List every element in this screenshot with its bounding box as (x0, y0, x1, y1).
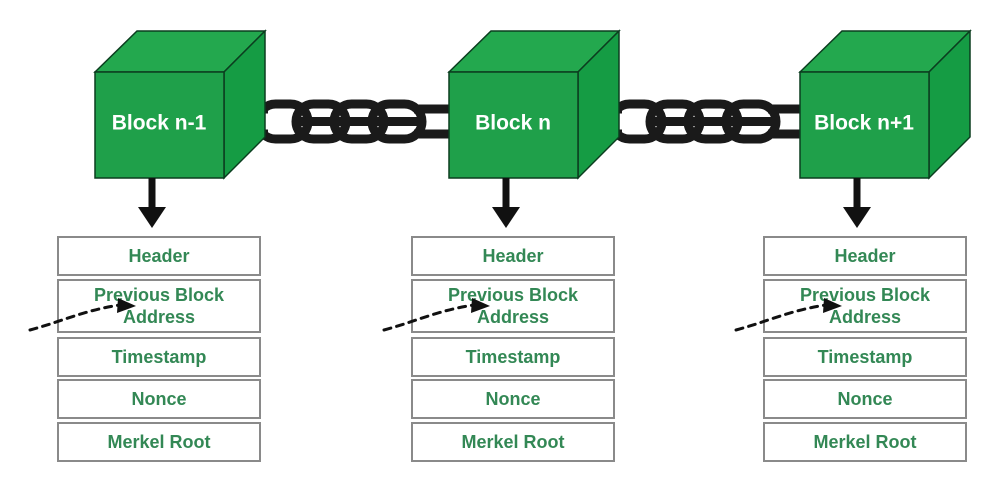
dashed-arrow-head (117, 298, 136, 313)
field-box-timestamp[interactable]: Timestamp (763, 337, 967, 377)
dashed-arrow-head (823, 298, 842, 313)
field-box-timestamp[interactable]: Timestamp (411, 337, 615, 377)
cube-block-n-minus-1[interactable]: Block n-1 (93, 29, 267, 180)
field-column-block-n-plus-1: Header Previous Block Address Timestamp … (763, 236, 967, 462)
field-label: Timestamp (112, 347, 207, 367)
field-box-previous-block-address[interactable]: Previous Block Address (411, 279, 615, 333)
cube-block-n[interactable]: Block n (447, 29, 621, 180)
down-arrow-1 (138, 178, 166, 228)
field-box-previous-block-address[interactable]: Previous Block Address (57, 279, 261, 333)
field-label-line2: Address (829, 307, 901, 327)
field-label: Header (834, 246, 895, 266)
field-box-merkel-root[interactable]: Merkel Root (763, 422, 967, 462)
field-column-block-n-minus-1: Header Previous Block Address Timestamp … (57, 236, 261, 462)
field-label: Merkel Root (461, 432, 564, 452)
chain-link (721, 99, 781, 144)
dashed-arrow-1 (28, 298, 136, 332)
field-box-nonce[interactable]: Nonce (57, 379, 261, 419)
field-label: Header (482, 246, 543, 266)
field-label-line2: Address (123, 307, 195, 327)
field-label: Header (128, 246, 189, 266)
down-arrow-head (492, 207, 520, 228)
field-box-merkel-root[interactable]: Merkel Root (57, 422, 261, 462)
field-box-header[interactable]: Header (57, 236, 261, 276)
field-label-line1: Previous Block (800, 285, 931, 305)
field-label-line2: Address (477, 307, 549, 327)
down-arrow-head (138, 207, 166, 228)
field-box-previous-block-address[interactable]: Previous Block Address (763, 279, 967, 333)
dashed-arrow-2 (382, 298, 490, 332)
cube-block-n-plus-1[interactable]: Block n+1 (798, 29, 972, 180)
cube-front-face (799, 71, 930, 179)
cube-label-block-n-plus-1: Block n+1 (814, 112, 914, 135)
field-box-merkel-root[interactable]: Merkel Root (411, 422, 615, 462)
cube-front-face (448, 71, 579, 179)
field-label: Timestamp (818, 347, 913, 367)
field-label-line1: Previous Block (448, 285, 579, 305)
field-label: Merkel Root (107, 432, 210, 452)
chain-link (367, 99, 427, 144)
cube-label-block-n: Block n (475, 112, 551, 135)
field-box-header[interactable]: Header (763, 236, 967, 276)
field-box-nonce[interactable]: Nonce (411, 379, 615, 419)
field-box-header[interactable]: Header (411, 236, 615, 276)
field-label: Merkel Root (813, 432, 916, 452)
field-label-line1: Previous Block (94, 285, 225, 305)
field-label: Nonce (485, 389, 540, 409)
down-arrow-head (843, 207, 871, 228)
field-label: Nonce (131, 389, 186, 409)
dashed-arrow-head (471, 298, 490, 313)
cube-label-block-n-minus-1: Block n-1 (112, 112, 207, 135)
cube-front-face (94, 71, 225, 179)
field-label: Timestamp (466, 347, 561, 367)
field-box-timestamp[interactable]: Timestamp (57, 337, 261, 377)
field-column-block-n: Header Previous Block Address Timestamp … (411, 236, 615, 462)
down-arrow-2 (492, 178, 520, 228)
dashed-arrow-3 (734, 298, 842, 332)
field-box-nonce[interactable]: Nonce (763, 379, 967, 419)
field-label: Nonce (837, 389, 892, 409)
down-arrow-3 (843, 178, 871, 228)
